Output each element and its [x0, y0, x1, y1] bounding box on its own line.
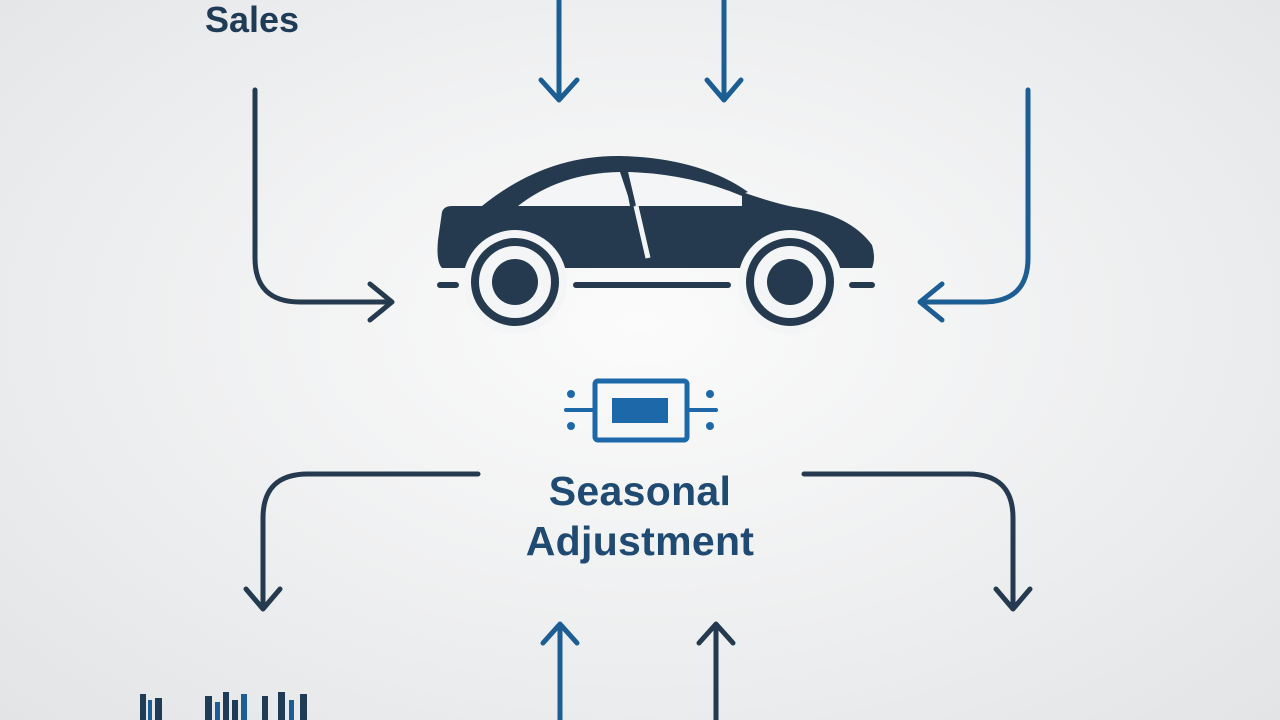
arrow-right-curved — [917, 87, 1031, 323]
arrow-bottom-left — [540, 621, 580, 720]
arrow-top-right — [704, 0, 744, 103]
arrow-lower-left — [243, 471, 481, 612]
sales-label: Sales — [205, 0, 300, 40]
arrow-lower-right — [801, 471, 1033, 612]
chip-icon — [564, 378, 718, 443]
seasonal-adjustment-line1: Seasonal — [548, 468, 732, 514]
arrow-left-curved — [252, 87, 395, 323]
seasonal-adjustment-line2: Adjustment — [525, 518, 755, 564]
car-icon — [437, 155, 875, 334]
arrow-top-left — [538, 0, 580, 103]
bar-chart-icon — [140, 692, 307, 720]
seasonal-adjustment-label: Seasonal Adjustment — [440, 466, 840, 566]
arrow-bottom-right — [696, 621, 736, 720]
